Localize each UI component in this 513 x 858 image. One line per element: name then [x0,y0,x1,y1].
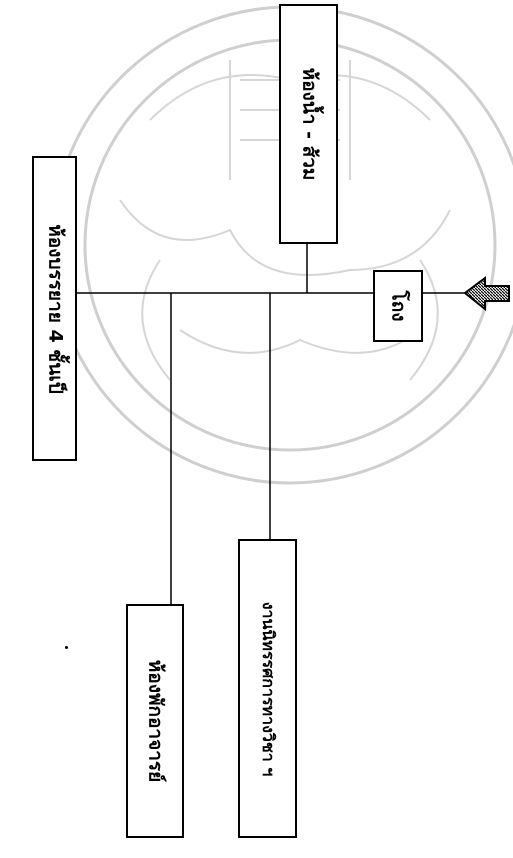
hall-box: โถง [373,270,423,342]
stray-dot [65,646,68,649]
restroom-box: ห้องน้ำ - ส้วม [279,4,338,244]
lecture-room-box: ห้องบรรยาย 4 ชั้นเป็ [32,156,77,461]
lecture-room-label: ห้องบรรยาย 4 ชั้นเป็ [44,223,66,394]
exhibition-box: งานนิทรรศการทางวิชา ฯ [238,539,297,838]
teacher-room-label: ห้องพักอาจารย์ [144,659,167,783]
hall-label: โถง [387,290,410,322]
entrance-arrow-icon [463,276,510,312]
teacher-room-box: ห้องพักอาจารย์ [126,604,184,838]
restroom-label: ห้องน้ำ - ส้วม [298,67,320,181]
exhibition-label: งานนิทรรศการทางวิชา ฯ [258,601,278,776]
